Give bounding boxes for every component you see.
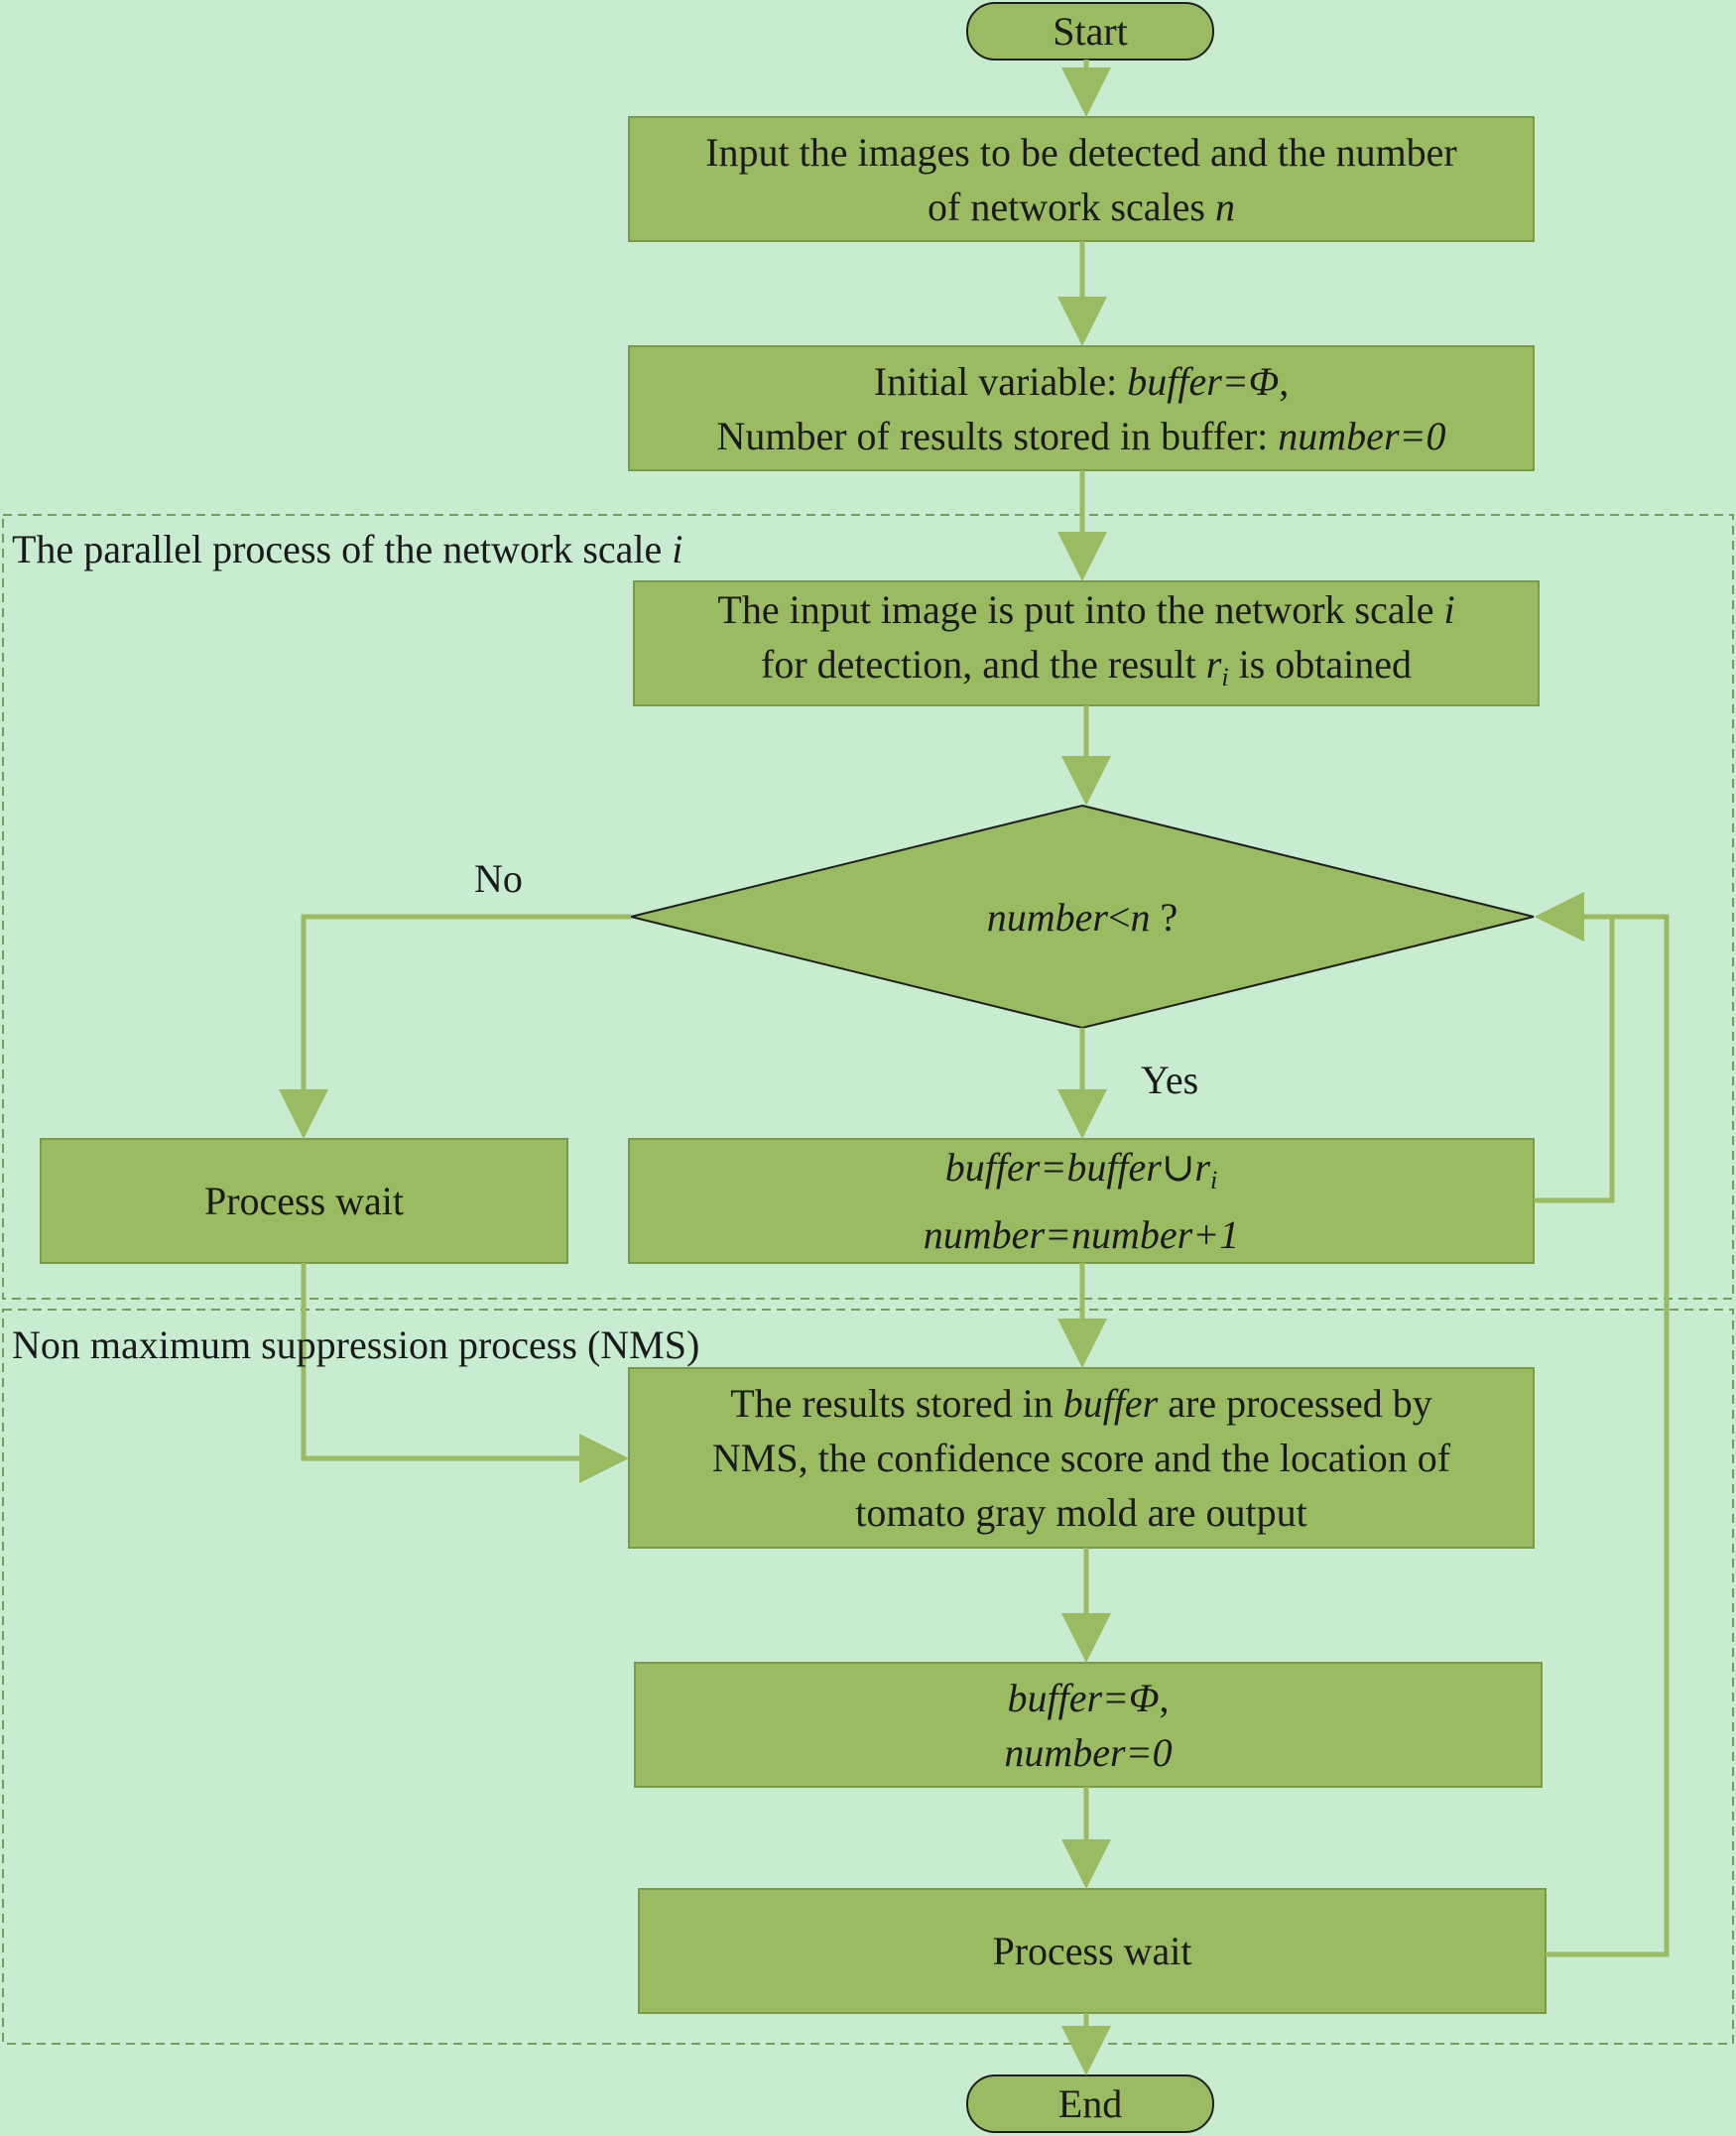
nms-box: The results stored in buffer are process…: [629, 1368, 1534, 1548]
nms-box-shape: [628, 1367, 1535, 1549]
update-box-shape: [628, 1138, 1535, 1264]
reset-line-2: number=0: [1004, 1729, 1173, 1775]
edge-label-yes: Yes: [1141, 1058, 1199, 1102]
nms-line-2: NMS, the confidence score and the locati…: [711, 1436, 1451, 1480]
update-line-1: buffer=buffer∪ri: [944, 1145, 1218, 1194]
region-nms-frame: [2, 1309, 1734, 2045]
region-parallel-frame: [2, 514, 1734, 1300]
wait-left-box: Process wait: [203, 1179, 405, 1223]
nms-line-3: tomato gray mold are output: [855, 1490, 1307, 1535]
wait-bottom-box-shape: [638, 1888, 1547, 2014]
arrow-update-loop: [1534, 892, 1615, 1203]
input-box: Input the images to be detected and the …: [629, 117, 1534, 241]
wait-bottom-box: Process wait: [992, 1929, 1192, 1973]
decision-text: number<n ?: [986, 894, 1178, 940]
region-parallel-label: The parallel process of the network scal…: [12, 527, 683, 571]
decision-node: number<n ?: [631, 806, 1534, 1028]
detect-box-shape: [633, 580, 1540, 706]
update-line-2: number=number+1: [923, 1212, 1240, 1257]
input-box-shape: [628, 116, 1535, 242]
reset-box: buffer=Φ, number=0: [635, 1663, 1542, 1787]
init-line-2: Number of results stored in buffer: numb…: [716, 413, 1446, 458]
end-terminal-shape: [966, 2074, 1214, 2133]
detect-line-1: The input image is put into the network …: [717, 587, 1455, 632]
input-line-1: Input the images to be detected and the …: [705, 129, 1457, 175]
region-nms-label: Non maximum suppression process (NMS): [12, 1322, 700, 1367]
input-line-2: of network scales n: [928, 184, 1235, 229]
arrow-wait-loop: [1535, 892, 1670, 1957]
arrow-wait-to-nms: [301, 1263, 629, 1483]
reset-line-1: buffer=Φ,: [1007, 1675, 1170, 1720]
init-box: Initial variable: buffer=Φ, Number of re…: [629, 346, 1534, 470]
detect-line-2: for detection, and the result ri is obta…: [761, 642, 1412, 691]
update-box: buffer=buffer∪ri number=number+1: [629, 1139, 1534, 1263]
init-line-1: Initial variable: buffer=Φ,: [873, 358, 1290, 404]
end-terminal: End: [1057, 2081, 1123, 2126]
arrow-decision-no: [279, 914, 631, 1139]
edge-label-no: No: [474, 856, 523, 901]
start-terminal: Start: [1053, 9, 1128, 54]
start-terminal-shape: [966, 2, 1214, 61]
nms-line-1: The results stored in buffer are process…: [730, 1381, 1432, 1426]
detect-box: The input image is put into the network …: [634, 581, 1539, 705]
wait-left-box-shape: [40, 1138, 568, 1264]
